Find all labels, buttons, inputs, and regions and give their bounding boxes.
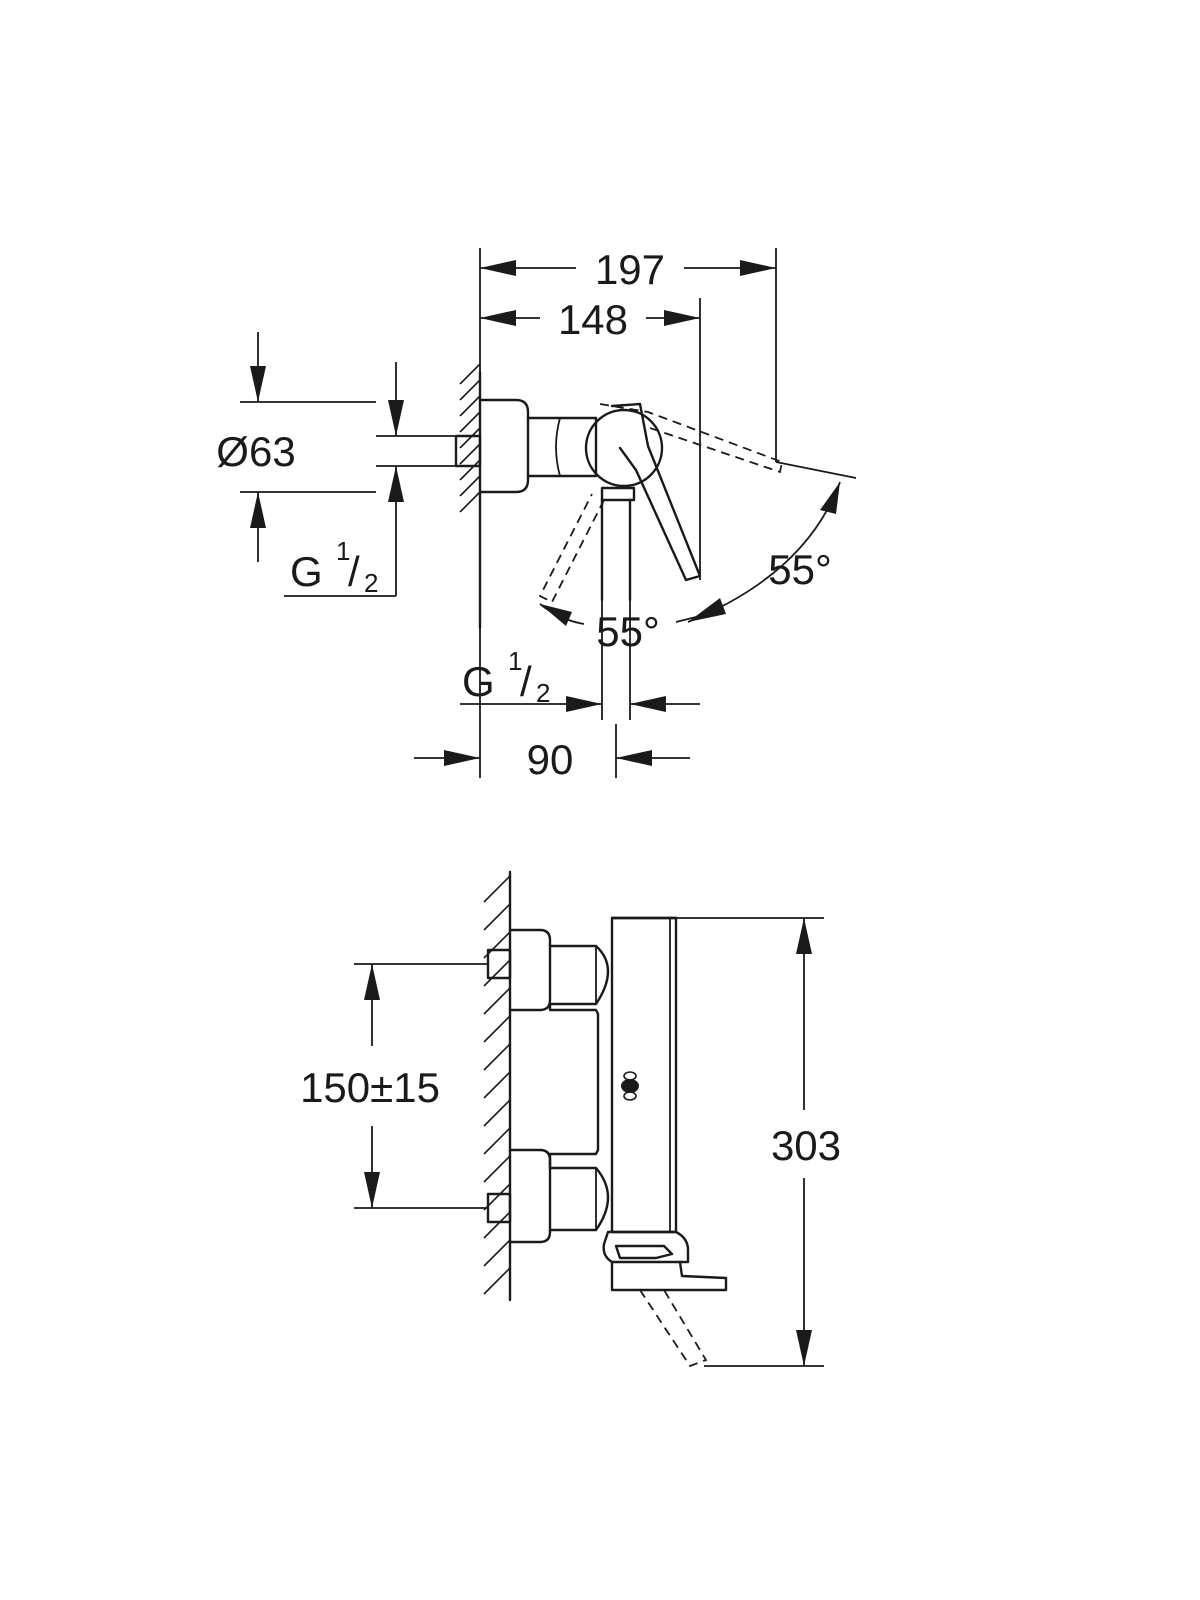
dim-90-label: 90 [527, 736, 574, 783]
dim-inlet-spacing [354, 963, 488, 1209]
top-outlet [600, 486, 636, 502]
front-connector-lower [548, 1166, 610, 1232]
dim-90 [414, 628, 690, 778]
angle-right-label: 55° [768, 546, 832, 593]
svg-text:G: G [290, 548, 323, 595]
front-view: 150±15 303 [300, 870, 841, 1368]
angle-bottom-label: 55° [596, 608, 660, 655]
angle-bottom [539, 603, 701, 626]
front-spout [602, 1230, 690, 1264]
front-wall [483, 870, 512, 1302]
dim-diameter [240, 332, 376, 562]
svg-text:1: 1 [508, 646, 522, 676]
dim-148 [480, 310, 700, 326]
svg-text:/: / [520, 658, 532, 705]
dim-thread-bottom [460, 600, 700, 720]
svg-text:G: G [462, 658, 495, 705]
dim-303 [676, 917, 824, 1366]
dim-303-label: 303 [771, 1122, 841, 1169]
front-lever [610, 1260, 728, 1292]
front-backplate [548, 1002, 600, 1170]
front-lever-alt [639, 1289, 708, 1368]
svg-text:/: / [348, 548, 360, 595]
svg-text:1: 1 [336, 536, 350, 566]
dim-diameter-label: Ø63 [216, 428, 295, 475]
dim-197-label: 197 [595, 246, 665, 293]
dim-197 [480, 260, 776, 276]
dim-thread-bottom-label: G 1 / 2 [462, 646, 550, 708]
dim-thread-side [284, 362, 456, 597]
front-main-body [610, 916, 678, 1234]
top-handle-knob [584, 408, 664, 488]
top-view: 197 148 Ø63 G [216, 246, 857, 783]
top-rosette [478, 398, 530, 494]
outlet-alt [538, 493, 605, 604]
lever-alt-right [599, 403, 784, 474]
top-wall [459, 363, 482, 630]
angle-right [687, 461, 857, 623]
dim-inlet-spacing-label: 150±15 [300, 1064, 440, 1111]
front-connector-upper [548, 944, 610, 1006]
top-body [526, 416, 598, 478]
front-rosette-lower [508, 1148, 552, 1244]
grohe-logo [621, 1071, 639, 1101]
svg-text:2: 2 [364, 568, 378, 598]
dim-thread-side-label: G 1 / 2 [290, 536, 378, 598]
front-rosette-upper [508, 928, 552, 1012]
top-inlet-nipple [454, 434, 482, 468]
dim-148-label: 148 [558, 296, 628, 343]
svg-text:2: 2 [536, 678, 550, 708]
front-spout-outlet [614, 1244, 674, 1260]
front-inlet-lower [486, 1192, 512, 1224]
